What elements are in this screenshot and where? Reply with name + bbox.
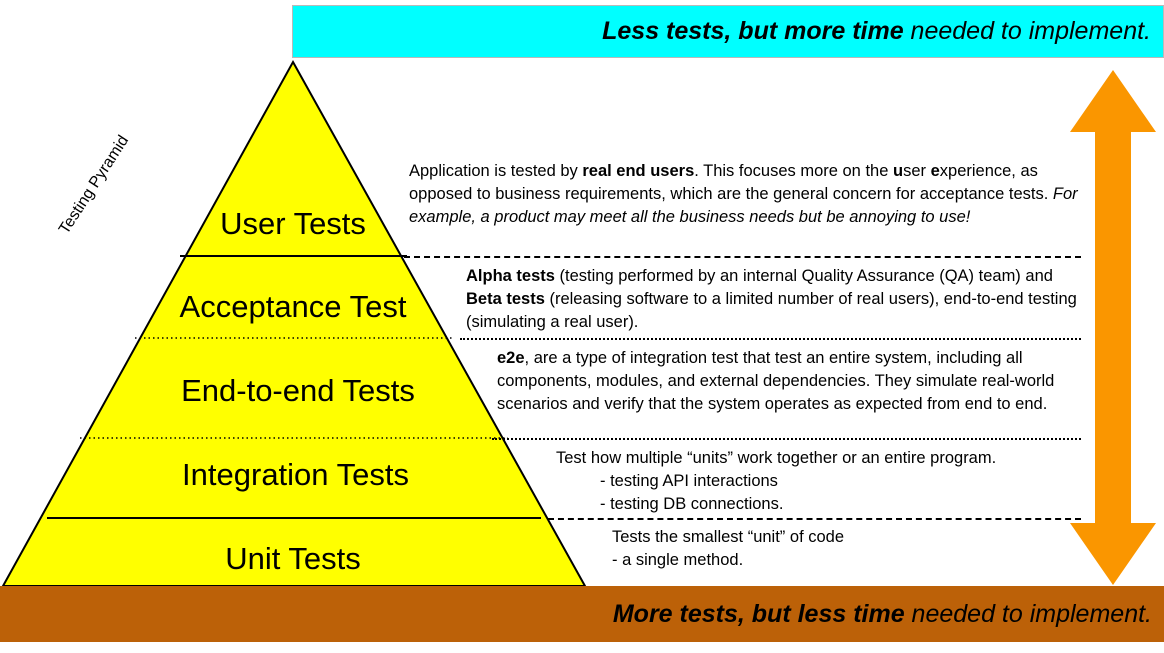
- desc-acceptance-part-2: (releasing software to a limited number …: [466, 289, 1077, 331]
- bottom-banner-text: More tests, but less time needed to impl…: [613, 600, 1164, 629]
- top-banner-text: Less tests, but more time needed to impl…: [602, 17, 1163, 46]
- desc-user-bold-real-end-users: real end users: [582, 162, 695, 180]
- bottom-banner: More tests, but less time needed to impl…: [0, 586, 1164, 642]
- desc-user-part-3: ser: [903, 162, 931, 180]
- bottom-banner-strong: More tests, but less time: [612, 599, 905, 628]
- desc-user-part-4: xperience, as opposed to business requir…: [409, 162, 1053, 203]
- desc-user-part-2: . This focuses more on the: [694, 162, 893, 180]
- double-arrow-shape: [1070, 70, 1156, 585]
- desc-user-bold-u: u: [892, 162, 904, 180]
- desc-acceptance-part-1: (testing performed by an internal Qualit…: [554, 267, 1053, 285]
- desc-user-italic-example: For example, a product may meet all the …: [409, 184, 1078, 226]
- top-banner-rest: needed to implement.: [903, 17, 1151, 45]
- description-unit-tests: Tests the smallest “unit” of code - a si…: [612, 526, 1082, 572]
- desc-e2e-part-1: , are a type of integration test that te…: [497, 349, 1055, 413]
- desc-e2e-bold-e2e: e2e: [497, 349, 525, 367]
- tier-label-user-tests: User Tests: [220, 206, 366, 241]
- desc-integration-line-2: - testing API interactions: [600, 471, 778, 490]
- separator-e2e-integration: [492, 438, 1081, 440]
- top-banner: Less tests, but more time needed to impl…: [292, 5, 1164, 58]
- desc-integration-line-1: Test how multiple “units” work together …: [556, 449, 997, 467]
- separator-user-acceptance: [404, 256, 1081, 258]
- desc-integration-line-3: - testing DB connections.: [600, 494, 784, 513]
- tier-label-end-to-end-tests: End-to-end Tests: [181, 373, 415, 408]
- bottom-banner-rest: needed to implement.: [904, 599, 1152, 628]
- desc-user-bold-e: e: [930, 162, 940, 180]
- desc-unit-line-1: Tests the smallest “unit” of code: [612, 528, 845, 546]
- description-integration-tests: Test how multiple “units” work together …: [556, 447, 1081, 515]
- separator-integration-unit: [548, 518, 1081, 520]
- tier-label-integration-tests: Integration Tests: [182, 457, 409, 492]
- description-acceptance-test: Alpha tests (testing performed by an int…: [466, 265, 1081, 333]
- description-user-tests: Application is tested by real end users.…: [409, 160, 1081, 228]
- tier-label-acceptance-test: Acceptance Test: [179, 289, 407, 324]
- description-end-to-end-tests: e2e, are a type of integration test that…: [497, 347, 1082, 415]
- vertical-double-arrow-icon: [1070, 70, 1156, 585]
- desc-acceptance-bold-beta: Beta tests: [466, 289, 545, 308]
- separator-acceptance-e2e: [460, 338, 1081, 340]
- desc-unit-line-2: - a single method.: [612, 550, 744, 569]
- desc-acceptance-bold-alpha: Alpha tests: [466, 267, 555, 285]
- top-banner-strong: Less tests, but more time: [602, 17, 904, 45]
- desc-user-part-1: Application is tested by: [409, 162, 583, 180]
- tier-label-unit-tests: Unit Tests: [225, 541, 361, 576]
